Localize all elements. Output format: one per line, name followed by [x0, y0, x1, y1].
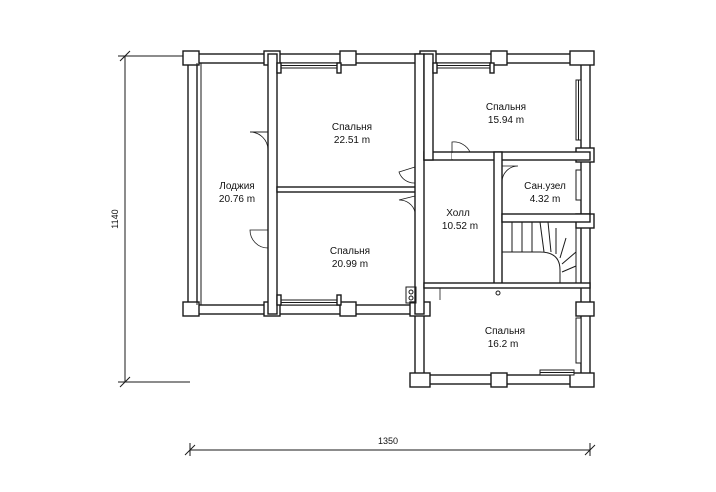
- room-name: Спальня: [485, 326, 525, 337]
- room-bedroom1: Спальня 22.51 m: [332, 122, 372, 146]
- width-dimension-label: 1350: [378, 436, 398, 446]
- room-hall: Холл 10.52 m: [442, 208, 478, 232]
- interior-walls: [267, 53, 591, 315]
- room-area: 20.99 m: [332, 259, 368, 270]
- width-dimension: 1350: [184, 436, 596, 456]
- staircase: [495, 221, 577, 296]
- room-name: Сан.узел: [524, 181, 566, 192]
- doors: [249, 131, 519, 300]
- height-dimension-label: 1140: [110, 209, 120, 228]
- room-name: Спальня: [486, 102, 526, 113]
- door-openings: [269, 132, 501, 248]
- room-name: Спальня: [332, 122, 372, 133]
- room-loggia: Лоджия 20.76 m: [219, 181, 255, 205]
- room-name: Спальня: [330, 246, 370, 257]
- stove-icon: [405, 286, 417, 304]
- room-bedroom2: Спальня 15.94 m: [486, 102, 526, 126]
- room-bedroom4: Спальня 16.2 m: [485, 326, 525, 350]
- window-posts: [276, 62, 495, 306]
- room-area: 15.94 m: [488, 115, 524, 126]
- room-area: 20.76 m: [219, 194, 255, 205]
- room-bedroom3: Спальня 20.99 m: [330, 246, 370, 270]
- room-bathroom: Сан.узел 4.32 m: [524, 181, 566, 205]
- room-area: 16.2 m: [488, 339, 519, 350]
- room-area: 10.52 m: [442, 221, 478, 232]
- room-name: Холл: [446, 208, 470, 219]
- height-dimension: 1140: [110, 50, 190, 388]
- room-area: 22.51 m: [334, 135, 370, 146]
- room-area: 4.32 m: [530, 194, 561, 205]
- room-name: Лоджия: [219, 181, 254, 192]
